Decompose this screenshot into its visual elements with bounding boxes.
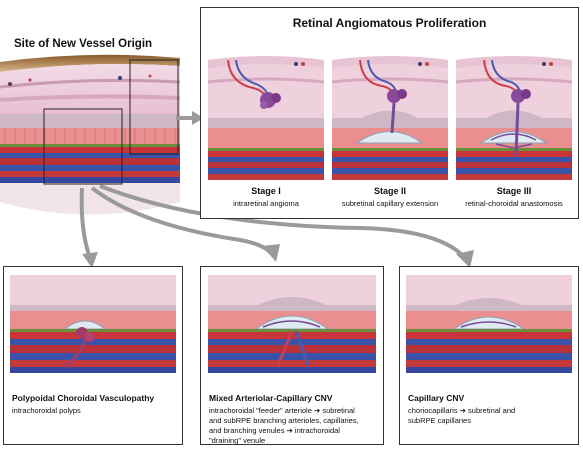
arrow-to-rap bbox=[176, 111, 204, 125]
mixed-cnv-line-3: and branching venules ➔ intrachoroidal bbox=[209, 426, 340, 435]
stage2-subtitle: subretinal capillary extension bbox=[341, 199, 439, 208]
mixed-cnv-line-2: and subRPE branching arterioles, capilla… bbox=[209, 416, 359, 425]
stage3-title: Stage III bbox=[496, 186, 532, 196]
rap-panel: Retinal Angiomatous Proliferation Stage … bbox=[200, 7, 579, 219]
stage2-title: Stage II bbox=[373, 186, 406, 196]
stage3-subtitle: retinal-choroidal anastomosis bbox=[465, 199, 563, 208]
origin-focus-box bbox=[43, 108, 123, 185]
stage2-illustration bbox=[332, 56, 448, 180]
arrows-to-bottom bbox=[79, 184, 474, 268]
rap-title: Retinal Angiomatous Proliferation bbox=[292, 16, 487, 30]
pcv-title: Polypoidal Choroidal Vasculopathy bbox=[12, 393, 155, 403]
stage1-illustration bbox=[208, 56, 324, 180]
capillary-cnv-line-1: choriocapillaris ➔ subretinal and bbox=[408, 406, 516, 415]
mixed-cnv-illustration bbox=[208, 275, 376, 373]
stage3-illustration bbox=[456, 56, 572, 180]
mixed-cnv-line-4: "draining" venule bbox=[209, 436, 266, 445]
capillary-cnv-panel: Capillary CNV choriocapillaris ➔ subreti… bbox=[399, 266, 579, 445]
origin-cross-section bbox=[0, 54, 180, 215]
mixed-cnv-title: Mixed Arteriolar-Capillary CNV bbox=[209, 393, 333, 403]
pcv-illustration bbox=[10, 275, 176, 373]
stage1-subtitle: intraretinal angioma bbox=[233, 199, 299, 208]
stage1-title: Stage I bbox=[251, 186, 281, 196]
capillary-cnv-illustration bbox=[406, 275, 572, 373]
pcv-panel: Polypoidal Choroidal Vasculopathy intrac… bbox=[3, 266, 183, 445]
pcv-line-1: intrachoroidal polyps bbox=[12, 406, 81, 415]
capillary-cnv-line-2: subRPE capillaries bbox=[408, 416, 471, 425]
origin-title: Site of New Vessel Origin bbox=[14, 38, 153, 50]
origin-rap-box bbox=[129, 59, 179, 155]
mixed-cnv-panel: Mixed Arteriolar-Capillary CNV intrachor… bbox=[200, 266, 384, 445]
mixed-cnv-line-1: intrachoroidal "feeder" arteriole ➔ subr… bbox=[209, 406, 355, 415]
capillary-cnv-title: Capillary CNV bbox=[408, 393, 465, 403]
